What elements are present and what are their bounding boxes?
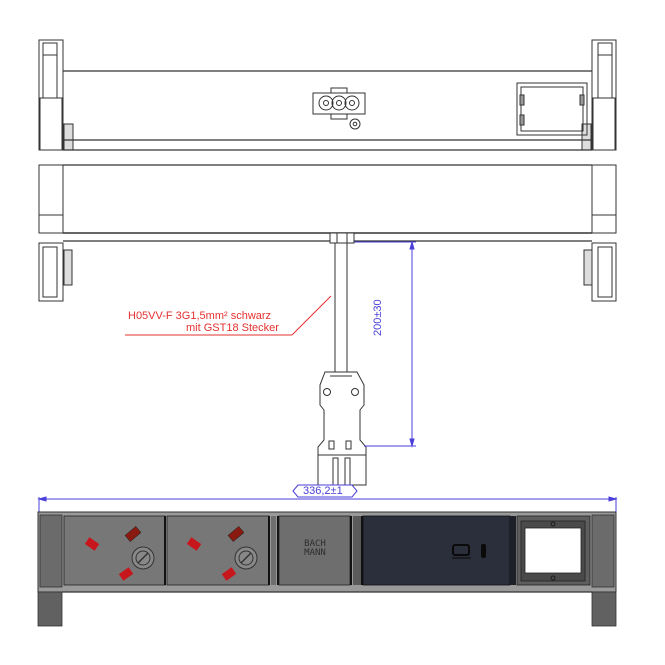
dimension-cable-length (354, 240, 416, 448)
socket-module-2 (166, 515, 270, 586)
usb-c-port-icon (481, 544, 486, 558)
blank-plate-module (278, 515, 352, 586)
cable-spec-line2: mit GST18 Stecker (186, 322, 279, 334)
cable (334, 243, 348, 372)
cable-spec-line1: H05VV-F 3G1,5mm² schwarz (128, 310, 272, 322)
logo-line1: BACH (304, 539, 326, 549)
empty-mounting-frame (516, 515, 591, 586)
gst18-socket-icon (312, 87, 366, 130)
front-view (37, 511, 617, 627)
mounting-frame-top (516, 82, 588, 136)
side-view (38, 164, 617, 486)
dimension-cable-length-label: 200±30 (372, 299, 384, 336)
usb-charger-module (362, 515, 516, 586)
logo-line2: MANN (304, 548, 326, 558)
cable-annotation-leader (125, 295, 332, 336)
usb-a-port-icon (452, 544, 470, 556)
socket-module-1 (63, 515, 166, 586)
bachmann-logo: BACH MANN (297, 540, 333, 558)
dimension-overall-width-label: 336,2±1 (303, 485, 343, 497)
top-view (38, 39, 617, 151)
dimension-overall-width (37, 484, 618, 512)
gst18-plug-icon (317, 371, 367, 486)
